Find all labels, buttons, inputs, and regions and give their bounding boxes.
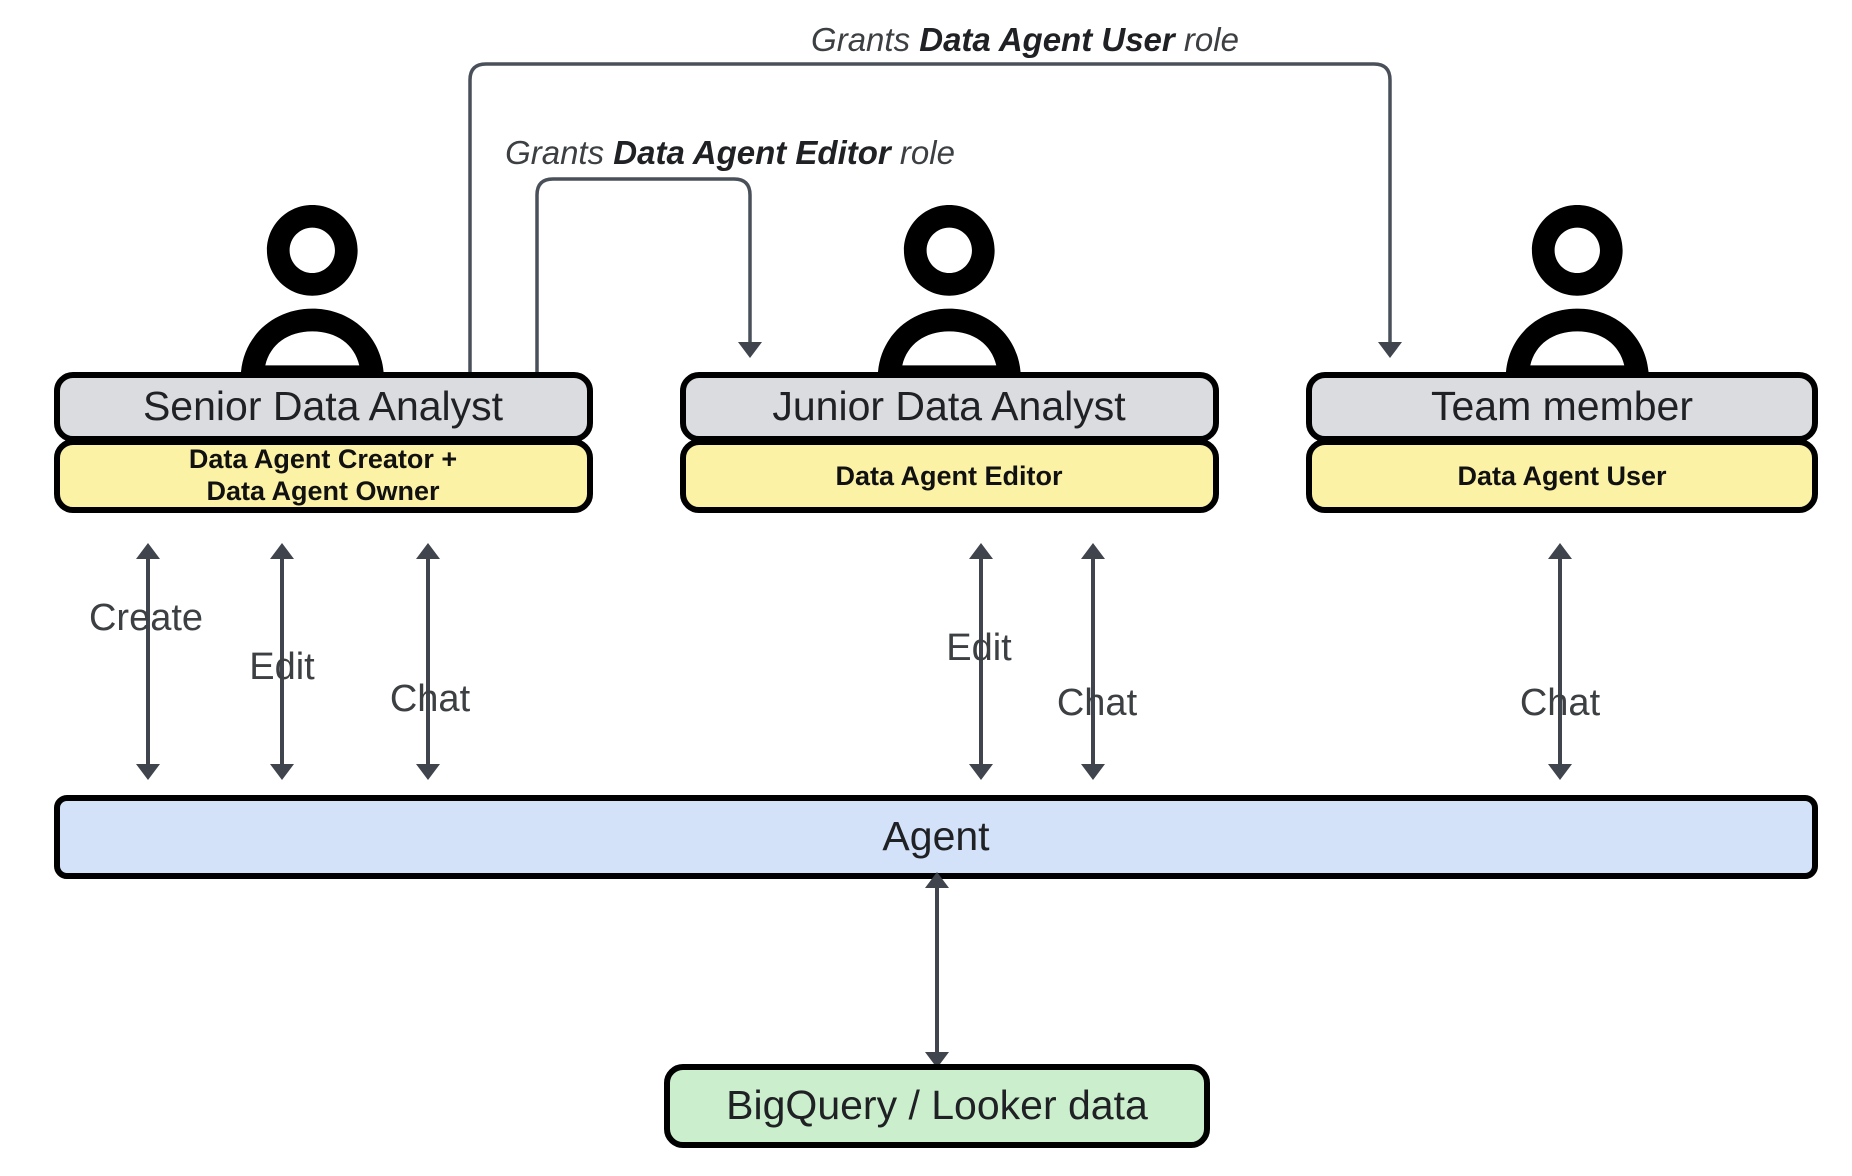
person-icon <box>241 205 384 393</box>
role-badge-line-1: Data Agent Editor <box>835 461 1063 491</box>
action-label-chat-junior: Chat <box>1057 682 1138 724</box>
role-badge-junior-data-analyst[interactable] <box>680 439 1219 513</box>
role-badge-team-member[interactable] <box>1306 439 1818 513</box>
agent-label: Agent <box>882 813 990 859</box>
action-label-edit-senior: Edit <box>249 646 315 688</box>
person-icon <box>1506 205 1649 393</box>
grant-connector-data-agent-user <box>468 62 1402 375</box>
data-source-rect[interactable] <box>664 1064 1210 1148</box>
action-label-chat-senior: Chat <box>390 678 471 720</box>
data-source-label: BigQuery / Looker data <box>726 1082 1148 1128</box>
person-icon <box>878 205 1021 393</box>
action-label-chat-team-member: Chat <box>1520 682 1601 724</box>
role-badge-senior-data-analyst[interactable] <box>54 439 593 513</box>
persona-title-senior-data-analyst: Senior Data Analyst <box>143 383 504 429</box>
persona-card-senior-data-analyst[interactable]: Senior Data Analyst Data Agent Creator +… <box>54 372 593 513</box>
action-label-create: Create <box>89 597 203 639</box>
agent-bar[interactable]: Agent <box>54 795 1818 879</box>
grant-connector-data-agent-editor <box>535 177 762 375</box>
data-source-box[interactable]: BigQuery / Looker data <box>664 1064 1210 1148</box>
role-badge-line-1: Data Agent Creator + <box>189 444 457 474</box>
persona-title-junior-data-analyst: Junior Data Analyst <box>772 383 1126 429</box>
persona-title-team-member: Team member <box>1431 383 1693 429</box>
persona-card-team-member[interactable]: Team member Data Agent User <box>1306 372 1818 513</box>
grant-label-data-agent-user: Grants Data Agent User role <box>811 21 1239 58</box>
persona-card-junior-data-analyst[interactable]: Junior Data Analyst Data Agent Editor <box>680 372 1219 513</box>
role-badge-line-2: Data Agent Owner <box>206 476 440 506</box>
grant-label-data-agent-editor: Grants Data Agent Editor role <box>505 134 955 171</box>
role-badge-line-1: Data Agent User <box>1457 461 1667 491</box>
action-label-edit-junior: Edit <box>946 627 1012 669</box>
